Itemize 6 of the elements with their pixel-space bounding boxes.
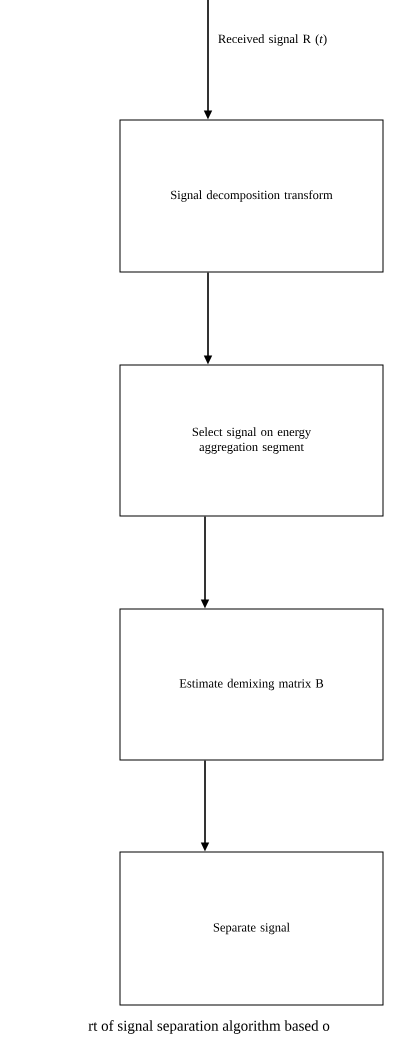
process-box: Signal decomposition transform — [119, 119, 384, 273]
process-box: Estimate demixing matrix B — [119, 608, 384, 761]
process-box: Select signal on energy aggregation segment — [119, 364, 384, 517]
edge-label: Received signal R (t) — [218, 34, 327, 46]
process-box: Separate signal — [119, 851, 384, 1006]
caption: rt of signal separation algorithm based o — [88, 1020, 330, 1034]
